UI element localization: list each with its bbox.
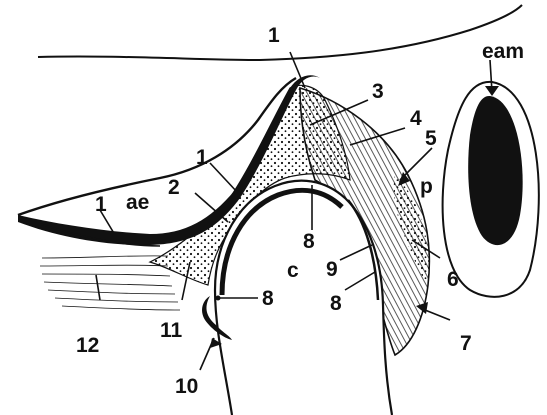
label-12: 12: [76, 334, 99, 357]
label-1-middle: 1: [196, 146, 208, 169]
label-eam: eam: [482, 40, 524, 63]
label-8-right: 8: [330, 292, 342, 315]
label-c: c: [287, 259, 299, 282]
label-9: 9: [326, 258, 338, 281]
label-1-left: 1: [95, 193, 107, 216]
label-11: 11: [160, 319, 183, 342]
label-10: 10: [175, 375, 198, 398]
label-p: p: [420, 175, 433, 198]
label-4: 4: [410, 107, 422, 130]
skull-outline: [38, 5, 522, 60]
label-3: 3: [372, 80, 384, 103]
point-8-condyle: [216, 296, 221, 301]
label-5: 5: [425, 127, 437, 150]
label-8-top: 8: [303, 230, 315, 253]
label-8-left: 8: [262, 287, 274, 310]
eam-arrow-head: [485, 86, 499, 96]
eam-canal: [468, 96, 522, 245]
label-7: 7: [460, 332, 472, 355]
label-2: 2: [168, 176, 180, 199]
label-1-top: 1: [268, 24, 280, 47]
label-6: 6: [447, 268, 459, 291]
label-ae: ae: [126, 191, 149, 214]
